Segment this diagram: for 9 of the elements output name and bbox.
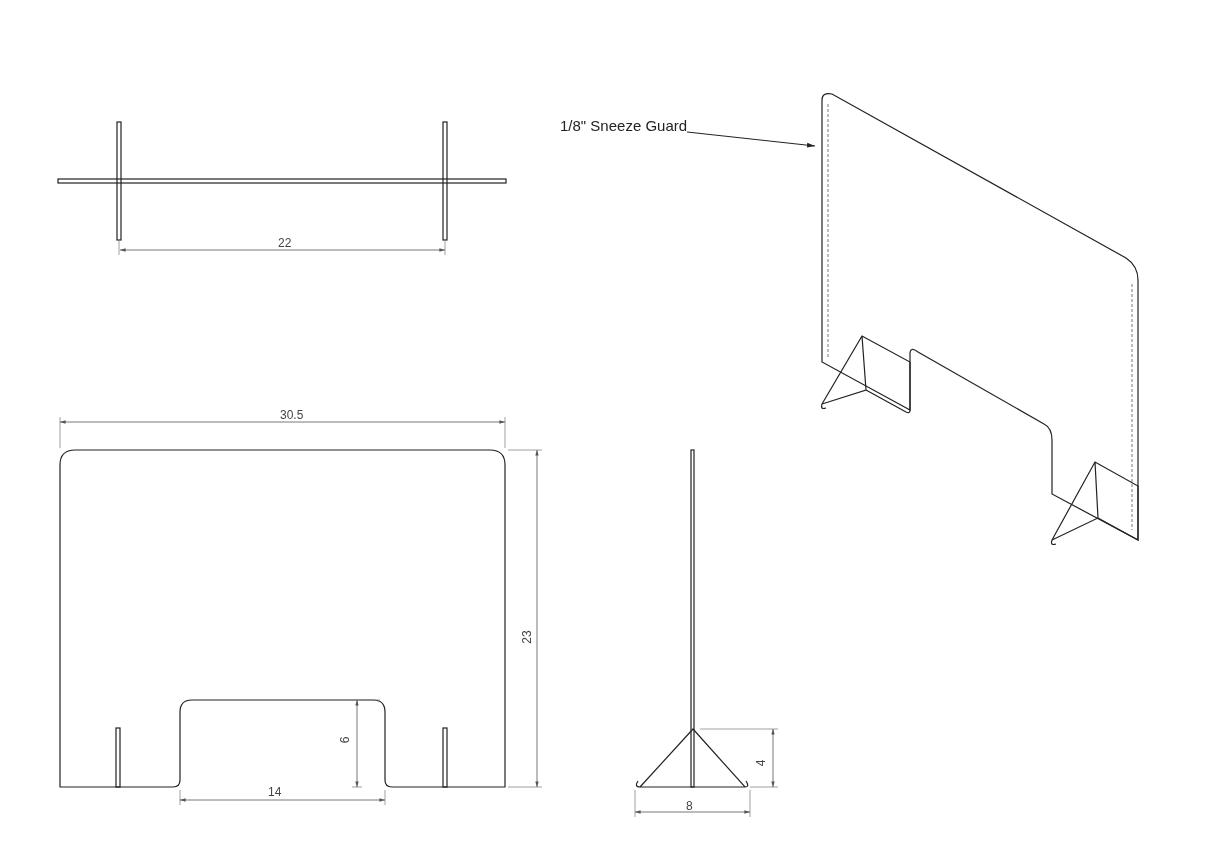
dimension-label: 23 (519, 630, 534, 644)
dimension-label: 6 (338, 736, 353, 744)
dimension-label: 4 (754, 759, 769, 767)
dimension-label: 22 (278, 236, 292, 250)
dimension-label: 30.5 (280, 408, 304, 422)
leader-line (686, 131, 816, 148)
part-label: 1/8" Sneeze Guard (560, 118, 688, 134)
dimension-label: 8 (686, 799, 693, 813)
dimension-label: 14 (268, 785, 282, 799)
